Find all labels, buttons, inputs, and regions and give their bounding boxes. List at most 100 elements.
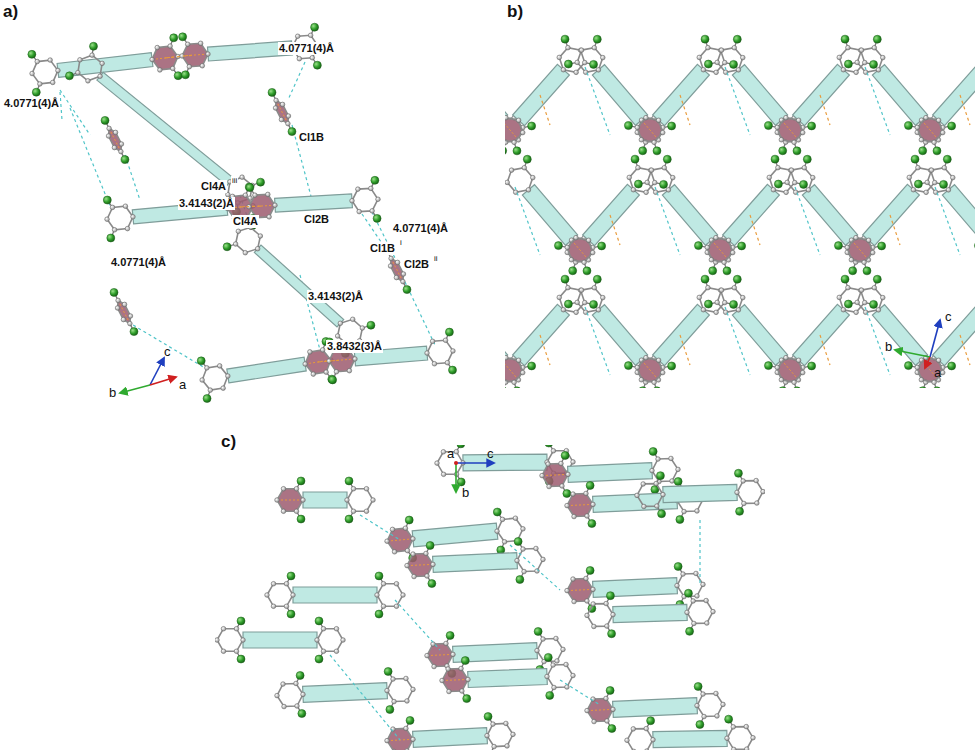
carbon-atom [198, 41, 203, 46]
centroid-mark [118, 300, 130, 323]
carbon-atom [571, 460, 576, 465]
carbon-atom [574, 235, 579, 240]
carbon-atom [460, 689, 465, 694]
chlorine-atom [844, 60, 852, 68]
chlorine-atom [684, 589, 692, 597]
carbon-atom [303, 362, 308, 367]
carbon-atom [321, 649, 326, 654]
atom-label: Cl4A [200, 180, 227, 193]
carbon-atom [846, 285, 851, 290]
carbon-atom [876, 308, 881, 313]
bridge-plane [872, 305, 927, 366]
chlorine-atom [911, 155, 919, 163]
phenyl-ring [737, 481, 763, 504]
chlorine-atom [493, 508, 501, 516]
bridge-plane [653, 64, 710, 125]
carbon-atom [275, 498, 280, 503]
chlorine-atom [598, 242, 606, 250]
carbon-atom [566, 285, 571, 290]
carbon-atom [495, 529, 500, 534]
carbon-atom [338, 321, 343, 326]
carbon-atom [596, 68, 601, 73]
carbon-atom [652, 140, 657, 145]
bridge-plane [592, 65, 647, 126]
carbon-atom [119, 149, 124, 154]
carbon-atom [855, 60, 860, 65]
centroid-ring [777, 358, 803, 383]
carbon-atom [695, 703, 700, 708]
chlorine-atom [725, 715, 733, 723]
chlorine-atom [288, 128, 296, 136]
carbon-atom [565, 685, 570, 690]
phenyl-ring [377, 584, 403, 607]
carbon-atom [405, 749, 410, 750]
carbon-atom [236, 229, 241, 234]
centroid-mark [277, 500, 303, 501]
carbon-atom [233, 242, 238, 247]
carbon-atom [541, 557, 546, 562]
carbon-atom [280, 102, 285, 107]
carbon-atom [706, 45, 711, 50]
carbon-atom [866, 238, 871, 243]
bridge-plane [872, 65, 927, 126]
phenyl-ring [107, 206, 133, 230]
carbon-atom [604, 696, 609, 701]
chlorine-atom [28, 50, 36, 58]
halogen-contact [795, 187, 820, 255]
carbon-atom [675, 583, 680, 588]
chlorine-atom [32, 88, 40, 96]
carbon-atom [644, 190, 649, 195]
carbon-atom [511, 732, 516, 737]
bridge-plane [793, 304, 850, 365]
panel-letter: a) [2, 2, 19, 21]
carbon-atom [709, 257, 714, 262]
carbon-atom [392, 550, 397, 555]
carbon-atom [546, 462, 551, 467]
centroid-ring [276, 100, 289, 123]
carbon-atom [701, 67, 706, 72]
bridge-plane [793, 64, 850, 125]
carbon-atom [600, 55, 605, 60]
carbon-atom [284, 604, 289, 609]
carbon-atom [381, 581, 386, 586]
carbon-atom [872, 285, 877, 290]
centroid-ring [587, 699, 613, 722]
carbon-atom [90, 53, 95, 58]
phenyl-ring [505, 358, 523, 383]
carbon-atom [636, 165, 641, 170]
chlorine-atom [676, 516, 684, 524]
chlorine-atom [546, 691, 554, 699]
chlorine-atom [457, 478, 465, 486]
carbon-atom [644, 726, 649, 731]
carbon-atom [405, 548, 410, 553]
carbon-atom [600, 295, 605, 300]
carbon-atom [271, 581, 276, 586]
chlorine-atom [513, 147, 521, 155]
phenyl-ring [917, 118, 942, 143]
carbon-atom [730, 250, 735, 255]
phenyl-ring [547, 665, 573, 688]
carbon-atom [582, 260, 587, 265]
carbon-atom [106, 134, 111, 139]
chlorine-atom [428, 580, 436, 588]
carbon-atom [520, 130, 525, 135]
phenyl-ring [505, 118, 523, 143]
phenyl-ring [347, 489, 373, 512]
centroid-contact [540, 335, 550, 365]
atom-label: Cl2B [403, 258, 430, 271]
carbon-atom [221, 386, 226, 391]
atom-label: Cl2B [303, 213, 330, 226]
chlorine-atom [674, 477, 682, 485]
carbon-atom [855, 300, 860, 305]
chlorine-atom [403, 286, 411, 294]
carbon-atom [741, 479, 746, 484]
centroid-contact [890, 215, 900, 245]
phenyl-ring [202, 366, 228, 390]
carbon-atom [635, 125, 640, 130]
chlorine-atom [367, 321, 375, 329]
carbon-atom [849, 257, 854, 262]
carbon-atom [411, 537, 416, 542]
phenyl-ring [352, 188, 378, 211]
carbon-atom [650, 468, 655, 473]
phenyl-ring [267, 584, 293, 607]
